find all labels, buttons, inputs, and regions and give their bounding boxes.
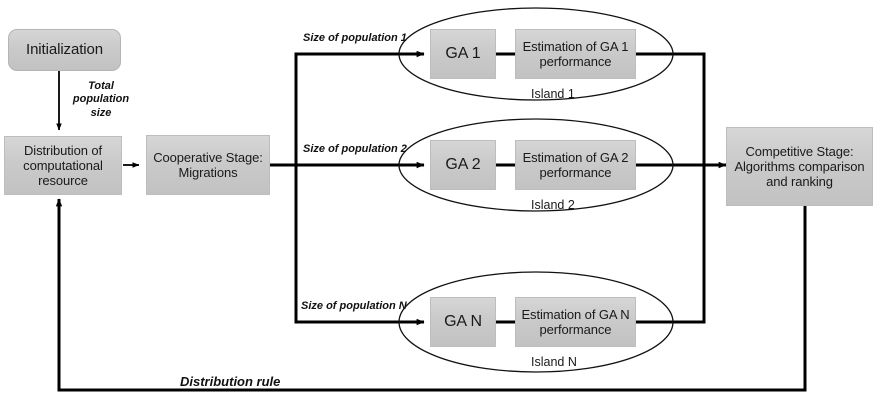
- node-estimation-2-line-2: performance: [539, 165, 612, 180]
- total-population-line-1: Total: [88, 80, 114, 92]
- node-competitive-line-3: and ranking: [766, 174, 833, 190]
- node-initialization-label: Initialization: [26, 41, 103, 59]
- node-estimation-2-line-1: Estimation of GA 2: [522, 149, 629, 165]
- node-competitive-stage[interactable]: Competitive Stage: Algorithms comparison…: [726, 127, 873, 206]
- island-n-caption: Island N: [531, 355, 577, 369]
- node-competitive-line-1: Competitive Stage:: [745, 143, 854, 159]
- node-cooperative-stage[interactable]: Cooperative Stage: Migrations: [146, 135, 270, 195]
- edge-label-total-population-size: Total population size: [66, 80, 136, 120]
- node-estimation-1[interactable]: Estimation of GA 1 performance: [515, 29, 636, 79]
- node-distribution-line-1: Distribution of: [24, 142, 102, 158]
- node-initialization[interactable]: Initialization: [8, 29, 121, 71]
- total-population-line-2: population: [72, 93, 130, 106]
- total-population-line-3: size: [90, 106, 112, 119]
- edge-feedback-distribution-rule: [55, 198, 807, 392]
- island-1-caption: Island 1: [531, 87, 575, 101]
- node-estimation-2[interactable]: Estimation of GA 2 performance: [515, 140, 636, 190]
- node-ga-1[interactable]: GA 1: [430, 29, 496, 79]
- edge-label-distribution-rule: Distribution rule: [180, 374, 281, 389]
- edge-label-size-of-population-n: Size of population N: [301, 300, 407, 312]
- node-ga-1-label: GA 1: [445, 44, 481, 62]
- node-distribution-line-3: resource: [38, 173, 88, 189]
- node-ga-n[interactable]: GA N: [430, 297, 496, 347]
- node-distribution-of-computational-resource[interactable]: Distribution of computational resource: [4, 136, 122, 195]
- node-estimation-n-line-1: Estimation of GA N: [521, 306, 630, 322]
- node-competitive-line-2: Algorithms comparison: [734, 158, 865, 174]
- node-cooperative-line-1: Cooperative Stage:: [153, 149, 263, 165]
- island-2-caption: Island 2: [531, 198, 575, 212]
- edge-label-size-of-population-1: Size of population 1: [303, 32, 407, 44]
- node-estimation-1-line-1: Estimation of GA 1: [522, 38, 629, 54]
- node-estimation-n-line-2: performance: [539, 322, 612, 337]
- node-distribution-line-2: computational: [23, 157, 103, 173]
- node-ga-n-label: GA N: [444, 312, 482, 330]
- edge-label-size-of-population-2: Size of population 2: [303, 143, 407, 155]
- node-ga-2-label: GA 2: [445, 155, 481, 173]
- node-estimation-1-line-2: performance: [539, 54, 612, 69]
- node-ga-2[interactable]: GA 2: [430, 140, 496, 190]
- node-estimation-n[interactable]: Estimation of GA N performance: [515, 297, 636, 347]
- node-cooperative-line-2: Migrations: [178, 165, 238, 180]
